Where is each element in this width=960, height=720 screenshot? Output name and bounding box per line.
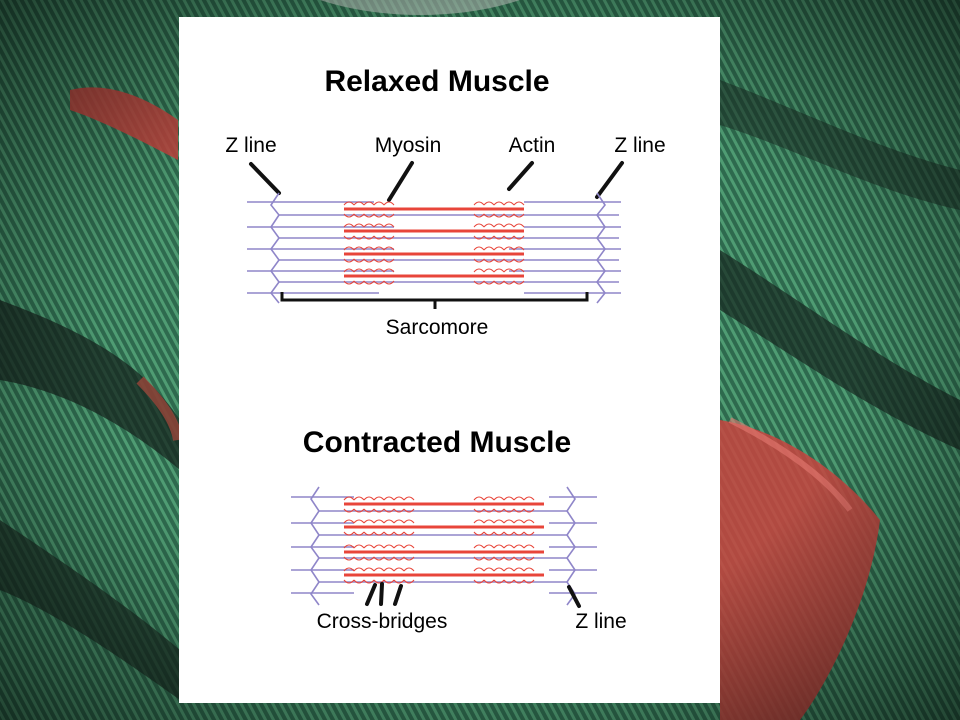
cross-bridge-pointer-1 [365, 583, 377, 606]
cross-bridges-label: Cross-bridges [317, 610, 448, 633]
actin-pointer [507, 161, 534, 191]
relaxed-pointers [249, 161, 624, 202]
sarcomere-label: Sarcomore [386, 316, 489, 339]
z-line-left-label: Z line [225, 134, 276, 157]
z-line-contracted-pointer [567, 585, 581, 608]
contracted-sarcomere [291, 486, 597, 606]
z-line-left-pointer [249, 162, 281, 195]
myosin-pointer [387, 161, 414, 202]
diagram-panel: Relaxed Muscle Z line Myosin Actin Z lin… [179, 17, 720, 703]
myosin-label: Myosin [375, 134, 442, 157]
sarcomere-bracket [280, 292, 589, 309]
actin-label: Actin [509, 134, 556, 157]
relaxed-title: Relaxed Muscle [324, 65, 549, 98]
z-line-right-label: Z line [614, 134, 665, 157]
z-line-right-pointer [595, 161, 624, 199]
cross-bridge-pointer-2 [379, 582, 384, 606]
z-line-contracted-label: Z line [575, 610, 626, 633]
contracted-pointers [365, 582, 581, 608]
contracted-title: Contracted Muscle [303, 426, 571, 459]
relaxed-sarcomere [247, 192, 621, 304]
cross-bridge-pointer-3 [393, 584, 403, 606]
